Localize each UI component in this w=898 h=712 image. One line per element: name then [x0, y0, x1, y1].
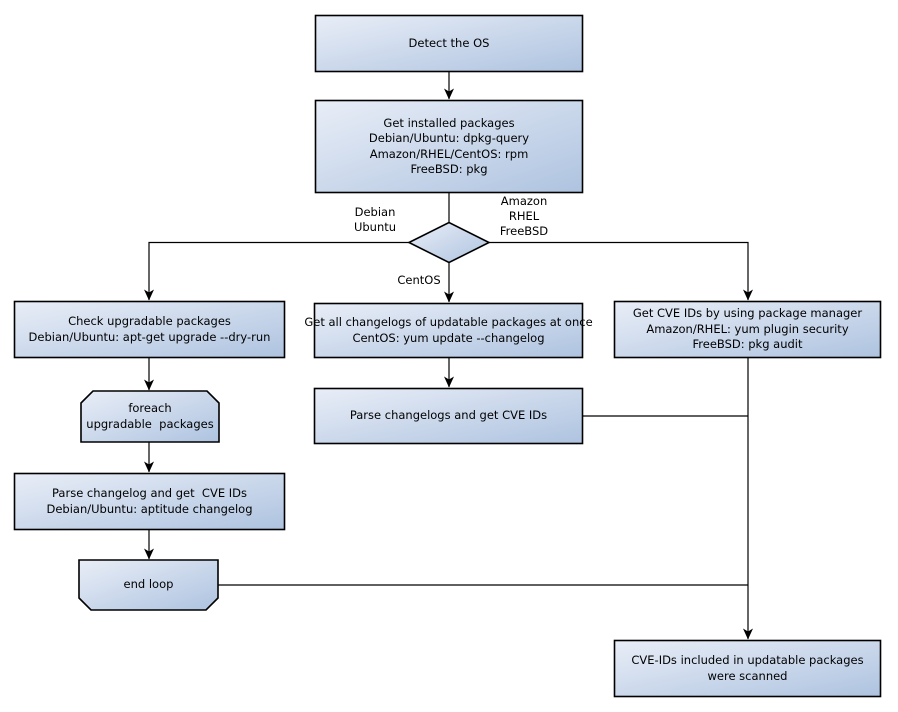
edge-decision-to-get-cve-ids [489, 241, 753, 301]
parse-changelog-box [13, 472, 286, 531]
get-cve-ids-box [613, 300, 882, 359]
foreach-loop-start-shape [80, 390, 220, 443]
get-installed-packages-box [314, 99, 584, 194]
cve-ids-scanned-box [613, 639, 882, 698]
get-all-changelogs-box [313, 302, 584, 359]
end-loop-shape [78, 559, 219, 611]
node-shape-group [13, 14, 882, 698]
edge-group [144, 72, 753, 640]
detect-os-box [314, 14, 584, 73]
os-branch-decision-diamond [407, 221, 491, 264]
parse-changelogs-box [313, 387, 584, 445]
edge-decision-to-check-upgradable [144, 241, 409, 301]
check-upgradable-packages-box [13, 300, 286, 359]
